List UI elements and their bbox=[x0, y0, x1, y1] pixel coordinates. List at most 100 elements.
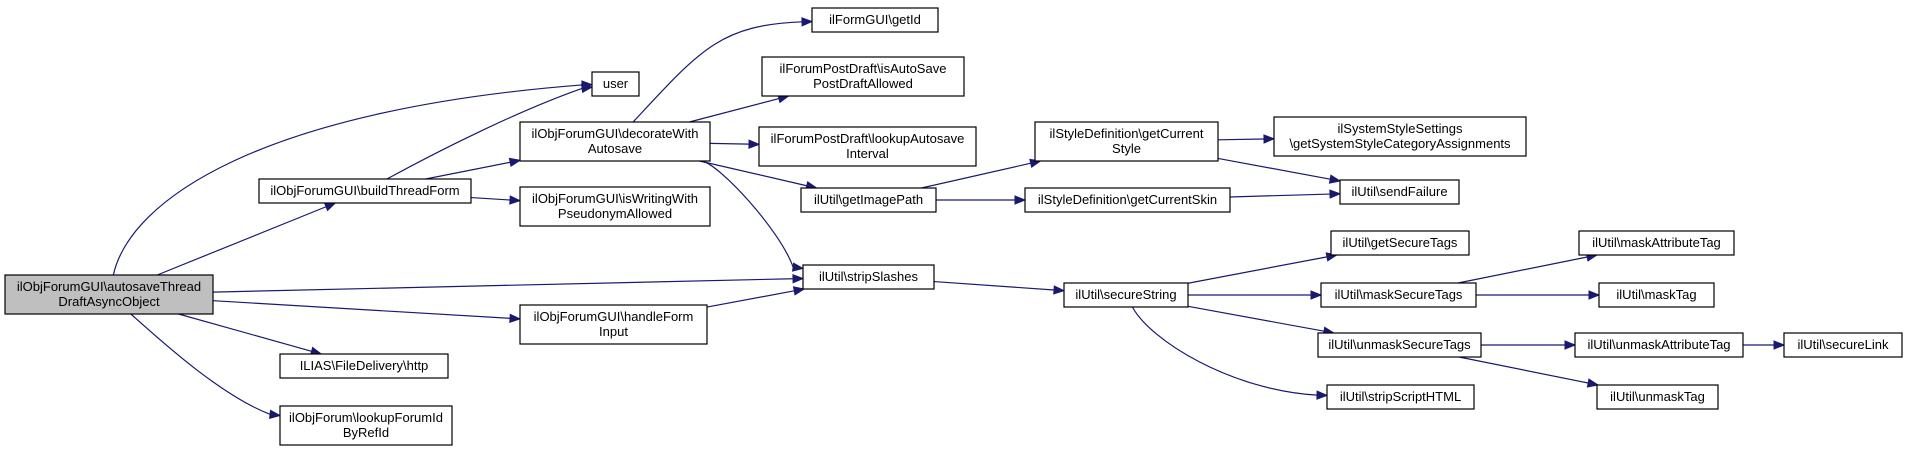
node-label-line: ByRefId bbox=[343, 425, 389, 440]
edge-line bbox=[632, 21, 803, 123]
edge-unmask-secure-tags-to-unmask-attribute-tag bbox=[1481, 340, 1577, 350]
edge-line bbox=[1229, 193, 1331, 198]
edge-line bbox=[425, 161, 511, 180]
node-box bbox=[800, 187, 937, 213]
node-box bbox=[519, 121, 711, 162]
node-label-line: user bbox=[603, 76, 629, 91]
nodes-layer: ilObjForumGUI\autosaveThreadDraftAsyncOb… bbox=[4, 7, 1903, 446]
arrowhead-icon bbox=[1310, 290, 1323, 300]
edge-unmask-attribute-tag-to-secure-link bbox=[1743, 340, 1786, 350]
node-box bbox=[1063, 282, 1189, 308]
edge-mask-secure-tags-to-mask-attribute-tag bbox=[1457, 252, 1599, 284]
node-get-system-style-category-assignments[interactable]: ilSystemStyleSettings\getSystemStyleCate… bbox=[1273, 116, 1527, 157]
arrowhead-icon bbox=[792, 274, 805, 284]
node-label-line: Input bbox=[599, 324, 628, 339]
arrowhead-icon bbox=[1328, 174, 1342, 184]
arrowhead-icon bbox=[1014, 195, 1027, 205]
node-send-failure[interactable]: ilUtil\sendFailure bbox=[1339, 179, 1460, 205]
edge-secure-string-to-unmask-secure-tags bbox=[1187, 305, 1336, 336]
edge-line bbox=[470, 196, 511, 201]
node-build-thread-form[interactable]: ilObjForumGUI\buildThreadForm bbox=[258, 178, 472, 204]
edge-line bbox=[921, 162, 1031, 189]
arrowhead-icon bbox=[801, 17, 814, 27]
edge-build-thread-form-to-decorate-with-autosave bbox=[425, 157, 522, 180]
node-label-line: ilObjForumGUI\decorateWith bbox=[532, 126, 699, 141]
arrowhead-icon bbox=[1588, 290, 1601, 300]
node-label-line: ilUtil\stripSlashes bbox=[819, 269, 918, 284]
node-box bbox=[1273, 116, 1527, 157]
node-label-line: \getSystemStyleCategoryAssignments bbox=[1289, 136, 1511, 151]
node-root[interactable]: ilObjForumGUI\autosaveThreadDraftAsyncOb… bbox=[4, 274, 214, 315]
node-form-get-id[interactable]: ilFormGUI\getId bbox=[811, 7, 939, 33]
node-mask-tag[interactable]: ilUtil\maskTag bbox=[1598, 282, 1715, 308]
node-user[interactable]: user bbox=[591, 71, 640, 97]
edge-root-to-strip-slashes bbox=[212, 274, 805, 293]
node-file-delivery-http[interactable]: ILIAS\FileDelivery\http bbox=[279, 353, 449, 379]
node-label-line: Autosave bbox=[588, 141, 642, 156]
node-label-line: ilUtil\unmaskTag bbox=[1610, 389, 1705, 404]
edge-root-to-handle-form-input bbox=[212, 300, 522, 324]
node-label-line: ilStyleDefinition\getCurrentSkin bbox=[1038, 192, 1217, 207]
edge-line bbox=[130, 313, 271, 415]
node-get-image-path[interactable]: ilUtil\getImagePath bbox=[800, 187, 937, 213]
node-mask-attribute-tag[interactable]: ilUtil\maskAttributeTag bbox=[1578, 230, 1735, 256]
node-secure-string[interactable]: ilUtil\secureString bbox=[1063, 282, 1189, 308]
node-is-writing-with-pseudonym-allowed[interactable]: ilObjForumGUI\isWritingWithPseudonymAllo… bbox=[519, 186, 711, 227]
edge-line bbox=[386, 87, 583, 180]
node-get-secure-tags[interactable]: ilUtil\getSecureTags bbox=[1330, 230, 1470, 256]
edge-build-thread-form-to-user bbox=[386, 83, 594, 180]
edge-line bbox=[706, 290, 795, 308]
node-label-line: DraftAsyncObject bbox=[58, 294, 160, 309]
edge-mask-secure-tags-to-mask-tag bbox=[1476, 290, 1601, 300]
edge-get-current-style-to-send-failure bbox=[1217, 157, 1342, 184]
node-strip-slashes[interactable]: ilUtil\stripSlashes bbox=[802, 264, 935, 290]
node-box bbox=[1574, 332, 1744, 358]
node-label-line: ilUtil\getImagePath bbox=[814, 192, 923, 207]
edge-line bbox=[709, 142, 750, 145]
node-label-line: ilSystemStyleSettings bbox=[1338, 121, 1463, 136]
node-get-current-skin[interactable]: ilStyleDefinition\getCurrentSkin bbox=[1024, 187, 1231, 213]
node-box bbox=[258, 178, 472, 204]
edge-line bbox=[1458, 356, 1589, 384]
node-is-auto-save-post-draft-allowed[interactable]: ilForumPostDraft\isAutoSavePostDraftAllo… bbox=[761, 56, 965, 97]
edge-line bbox=[1457, 256, 1588, 284]
edge-strip-slashes-to-secure-string bbox=[933, 280, 1066, 295]
node-box bbox=[1578, 230, 1735, 256]
node-unmask-attribute-tag[interactable]: ilUtil\unmaskAttributeTag bbox=[1574, 332, 1744, 358]
edge-decorate-with-autosave-to-form-get-id bbox=[632, 17, 814, 123]
node-unmask-tag[interactable]: ilUtil\unmaskTag bbox=[1596, 384, 1719, 410]
edge-decorate-with-autosave-to-lookup-autosave-interval bbox=[709, 139, 761, 149]
edge-root-to-build-thread-form bbox=[157, 202, 337, 276]
edge-line bbox=[699, 160, 807, 187]
node-box bbox=[802, 264, 935, 290]
node-label-line: ilUtil\maskSecureTags bbox=[1335, 287, 1463, 302]
node-label-line: ilObjForumGUI\handleForm bbox=[534, 309, 694, 324]
arrowhead-icon bbox=[1053, 285, 1066, 295]
node-label-line: ilUtil\maskAttributeTag bbox=[1592, 235, 1721, 250]
arrowhead-icon bbox=[791, 262, 805, 272]
node-box bbox=[1317, 332, 1482, 358]
node-unmask-secure-tags[interactable]: ilUtil\unmaskSecureTags bbox=[1317, 332, 1482, 358]
edge-get-image-path-to-get-current-skin bbox=[936, 195, 1027, 205]
node-label-line: ilUtil\sendFailure bbox=[1351, 184, 1447, 199]
edge-line bbox=[212, 278, 794, 293]
node-box bbox=[1320, 282, 1477, 308]
arrowhead-icon bbox=[792, 286, 806, 296]
node-box bbox=[519, 186, 711, 227]
node-strip-script-html[interactable]: ilUtil\stripScriptHTML bbox=[1326, 384, 1475, 410]
node-label-line: PostDraftAllowed bbox=[813, 76, 913, 91]
arrowhead-icon bbox=[748, 139, 761, 149]
arrowhead-icon bbox=[580, 83, 594, 94]
node-box bbox=[1598, 282, 1715, 308]
edge-root-to-file-delivery-http bbox=[178, 313, 323, 356]
edge-line bbox=[1187, 256, 1328, 284]
node-label-line: ilObjForum\lookupForumId bbox=[289, 410, 443, 425]
node-secure-link[interactable]: ilUtil\secureLink bbox=[1783, 332, 1903, 358]
edges-layer bbox=[112, 17, 1786, 419]
node-mask-secure-tags[interactable]: ilUtil\maskSecureTags bbox=[1320, 282, 1477, 308]
